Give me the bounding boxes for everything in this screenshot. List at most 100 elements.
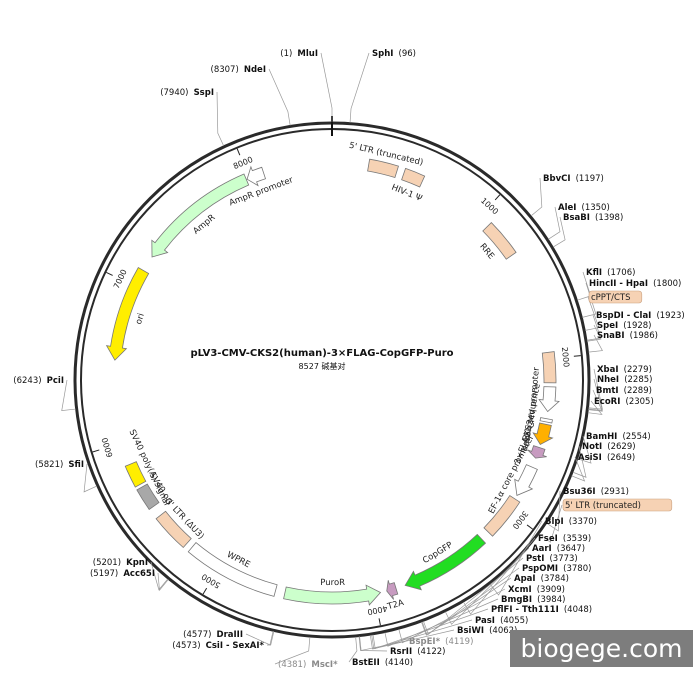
site-label-alei: AleI (1350) bbox=[558, 195, 610, 214]
site-label-sfii: (5821) SfiI bbox=[35, 452, 84, 471]
site-name: PspOMI bbox=[522, 564, 558, 574]
feature-cks2-6 bbox=[532, 422, 554, 445]
feature-3-ltr-u3-14 bbox=[155, 510, 192, 549]
feature-label-rre: RRE bbox=[477, 242, 496, 262]
tick-mark-8000 bbox=[236, 148, 241, 156]
site-label-pcii: (6243) PciI bbox=[13, 368, 64, 387]
site-name: KpnI bbox=[126, 558, 148, 568]
site-position: (1197) bbox=[576, 174, 604, 184]
site-name: SfiI bbox=[68, 460, 84, 470]
site-label-xcmi: XcmI (3909) bbox=[508, 577, 565, 596]
site-label-fsei: FseI (3539) bbox=[538, 526, 591, 545]
site-position: (96) bbox=[399, 49, 416, 59]
feature-kozak-sequence-5 bbox=[539, 417, 553, 424]
feature-sv40-ori-15 bbox=[136, 483, 160, 511]
site-position: (4577) bbox=[183, 630, 211, 640]
site-name: XbaI bbox=[597, 365, 619, 375]
site-position: (1) bbox=[280, 49, 292, 59]
site-position: (3370) bbox=[569, 517, 597, 527]
feature-ori-17 bbox=[105, 267, 150, 361]
site-leader-cppt-cts bbox=[585, 296, 600, 331]
site-label-bbvci: BbvCI (1197) bbox=[543, 166, 604, 185]
site-leader-sphi bbox=[349, 52, 370, 123]
site-label-ndei: (8307) NdeI bbox=[211, 57, 267, 76]
site-label-sspi: (7940) SspI bbox=[160, 80, 214, 99]
site-position: (2931) bbox=[601, 487, 629, 497]
site-name: BstEII bbox=[352, 658, 380, 668]
site-label-bmti: BmtI (2289) bbox=[596, 378, 652, 397]
site-position: (4381) bbox=[278, 660, 306, 670]
site-position: (2305) bbox=[626, 397, 654, 407]
site-leader-alei bbox=[548, 206, 561, 240]
site-position: (5197) bbox=[90, 569, 118, 579]
site-position: (4140) bbox=[385, 658, 413, 668]
site-leader-spei bbox=[587, 324, 602, 342]
site-position: (3539) bbox=[563, 534, 591, 544]
site-name: BbvCI bbox=[543, 174, 571, 184]
site-label-snabi: SnaBI (1986) bbox=[597, 323, 658, 342]
site-name: RsrII bbox=[390, 647, 412, 657]
site-leader-bmgbi bbox=[384, 598, 499, 647]
site-name: AleI bbox=[558, 203, 576, 213]
site-position: (1706) bbox=[607, 268, 635, 278]
feature-cmv-promoter-3 bbox=[541, 351, 557, 384]
tick-label-3000: 3000 bbox=[511, 509, 530, 531]
site-leader-ecori bbox=[587, 400, 603, 415]
site-name: BspEI* bbox=[409, 637, 441, 647]
feature-rre-2 bbox=[482, 221, 517, 260]
site-position: (4055) bbox=[500, 616, 528, 626]
site-label-bsiwi: BsiWI (4062) bbox=[457, 618, 517, 637]
site-name: BspDI - ClaI bbox=[596, 311, 651, 321]
site-highlight-cppt-cts bbox=[588, 290, 643, 304]
site-label-hincii-hpai: HincII - HpaI (1800) bbox=[589, 271, 681, 290]
site-position: (6243) bbox=[13, 376, 41, 386]
feature-cmv-promoter-4 bbox=[538, 386, 560, 413]
site-name: cPPT/CTS bbox=[591, 293, 631, 303]
site-position: (1800) bbox=[653, 279, 681, 289]
site-position: (3780) bbox=[563, 564, 591, 574]
plasmid-title: pLV3-CMV-CKS2(human)-3×FLAG-CopGFP-Puro bbox=[190, 348, 453, 359]
site-label-draiii: (4577) DraIII bbox=[183, 622, 243, 641]
site-leader-csii-sexai bbox=[267, 631, 275, 646]
site-name: PflFI - Tth111I bbox=[491, 605, 559, 615]
site-label-bsteii: BstEII (4140) bbox=[352, 650, 413, 669]
tick-label-6000: 6000 bbox=[100, 436, 114, 458]
site-name: PasI bbox=[475, 616, 495, 626]
tick-mark-3000 bbox=[526, 524, 533, 530]
site-label-mlui: (1) MluI bbox=[280, 41, 318, 60]
site-name: SspI bbox=[194, 88, 214, 98]
site-label-cppt-cts: cPPT/CTS bbox=[591, 293, 631, 303]
site-position: (5201) bbox=[93, 558, 121, 568]
site-label-pspomi: PspOMI (3780) bbox=[522, 556, 591, 575]
feature-segment-9 bbox=[483, 494, 521, 537]
site-name: NheI bbox=[597, 375, 619, 385]
site-position: (2629) bbox=[607, 442, 635, 452]
site-position: (4573) bbox=[172, 641, 200, 651]
feature-t2a-11 bbox=[386, 580, 399, 600]
site-leader-aari bbox=[445, 547, 530, 625]
site-name: NotI bbox=[582, 442, 602, 452]
site-name: ApaI bbox=[514, 574, 536, 584]
site-label-bamhi: BamHI (2554) bbox=[586, 424, 651, 443]
site-position: (2279) bbox=[624, 365, 652, 375]
site-position: (1923) bbox=[656, 311, 684, 321]
site-leader-sspi bbox=[216, 91, 224, 146]
feature-wpre-13 bbox=[187, 542, 278, 597]
feature-ampr-promoter-19 bbox=[246, 165, 267, 187]
site-name: AarI bbox=[532, 544, 552, 554]
site-leader-nhei bbox=[588, 378, 603, 411]
watermark-text: biogege.com bbox=[510, 630, 693, 667]
site-position: (1986) bbox=[630, 331, 658, 341]
tick-mark-4000 bbox=[378, 618, 381, 626]
site-label-ecori: EcoRI (2305) bbox=[594, 389, 654, 408]
site-name: SpeI bbox=[597, 321, 618, 331]
site-name: XcmI bbox=[508, 585, 532, 595]
site-leader-msci bbox=[274, 637, 311, 665]
site-leader-bbvci bbox=[530, 177, 543, 217]
site-label-spei: SpeI (1928) bbox=[597, 313, 652, 332]
site-leader-noti bbox=[572, 445, 587, 478]
site-position: (2554) bbox=[622, 432, 650, 442]
site-position: (3784) bbox=[541, 574, 569, 584]
